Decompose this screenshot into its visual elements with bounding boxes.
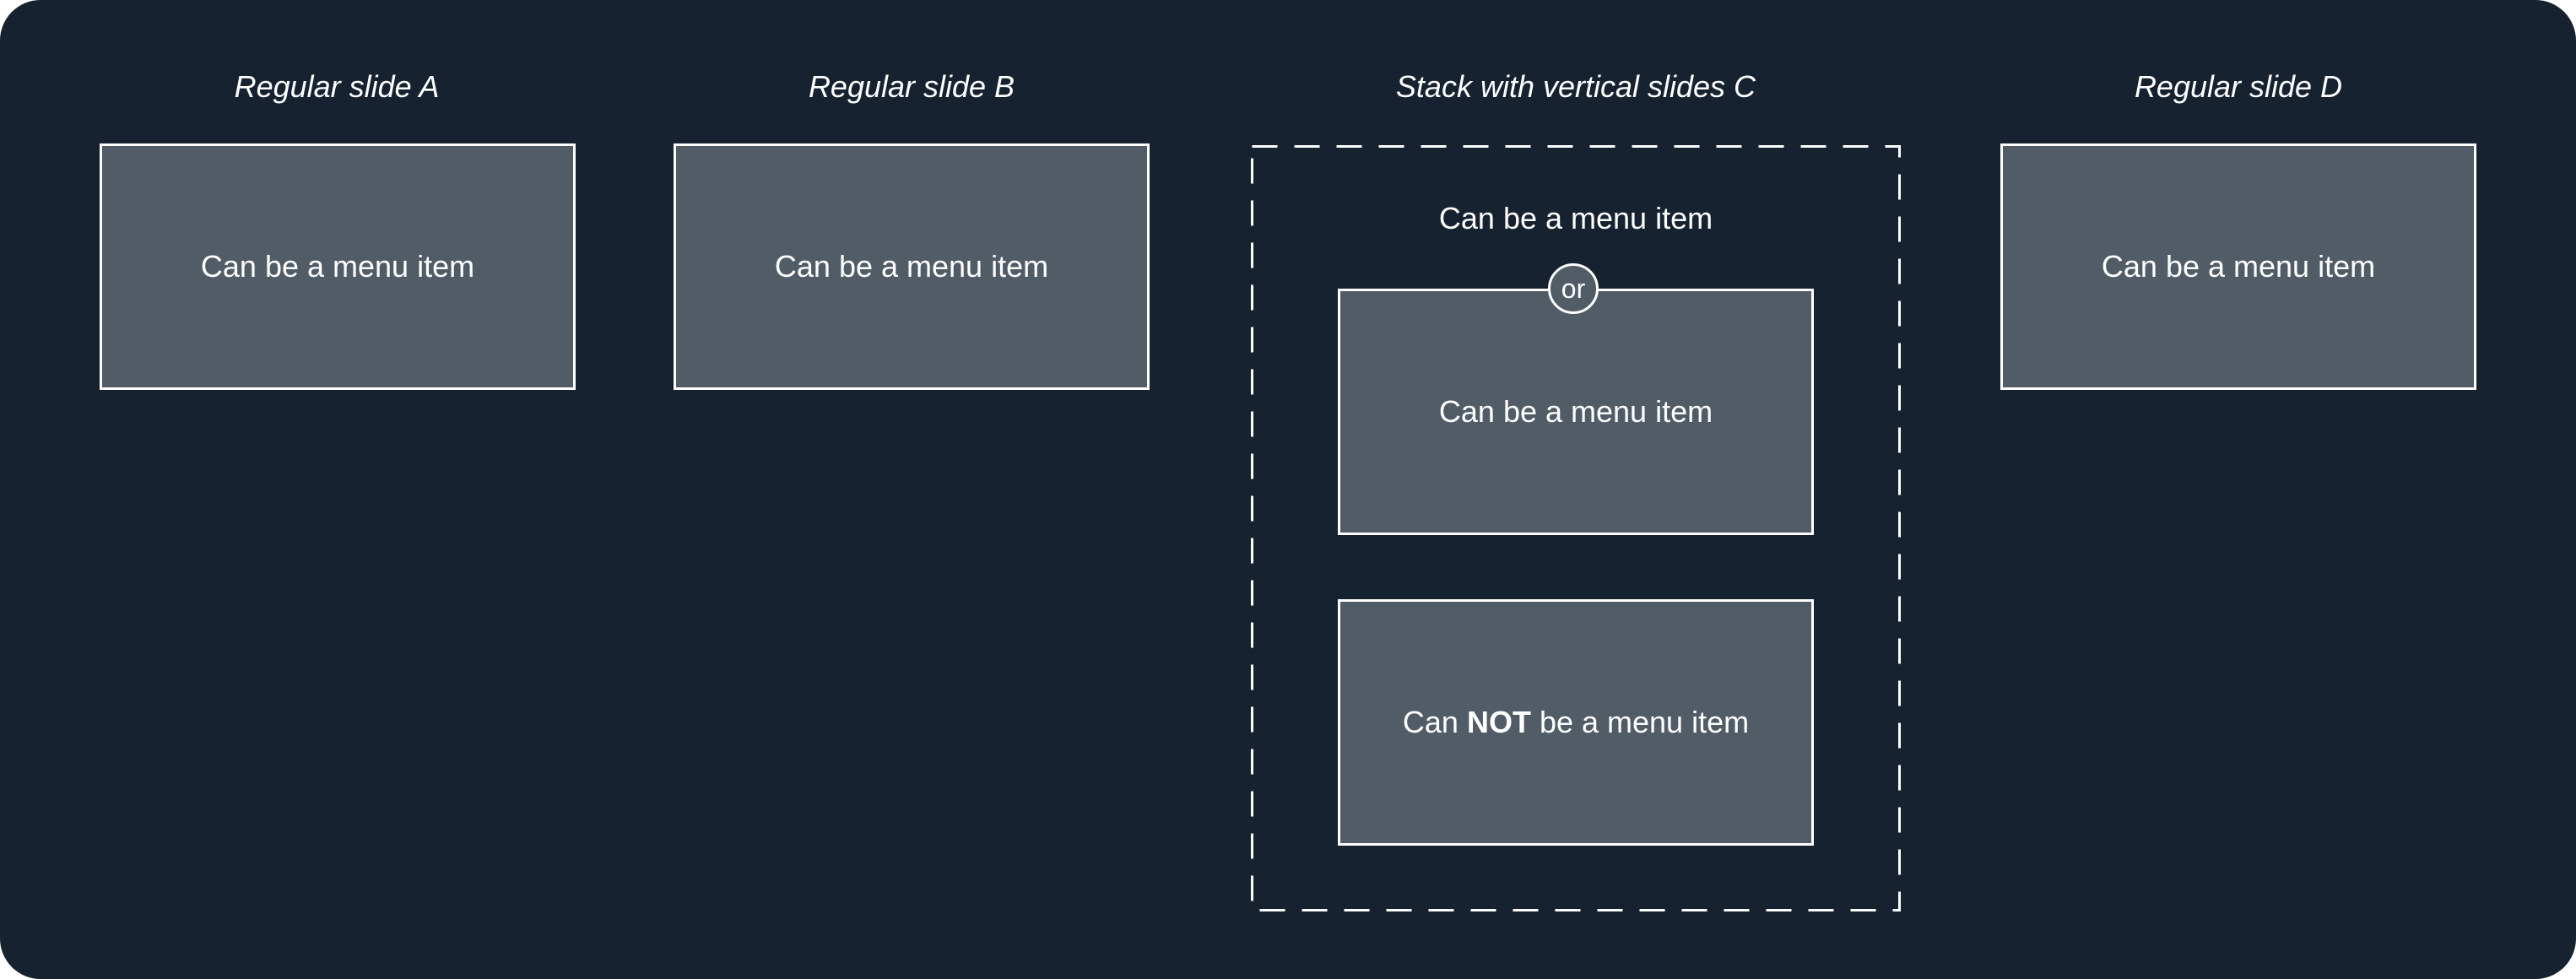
stack-dashed-border — [1251, 145, 1901, 911]
slide-c-second: Can NOT be a menu item — [1338, 599, 1814, 846]
slide-c-second-label-suffix: be a menu item — [1530, 705, 1750, 739]
or-badge: or — [1548, 263, 1599, 314]
slide-c-first-label: Can be a menu item — [1438, 394, 1713, 429]
slide-a: Can be a menu item — [100, 143, 576, 390]
slide-c-second-label-emphasis: NOT — [1466, 705, 1531, 739]
column-title-c: Stack with vertical slides C — [1395, 69, 1756, 104]
stack-label: Can be a menu item — [1438, 201, 1713, 235]
slide-c-second-label-prefix: Can — [1402, 705, 1467, 739]
slide-b-label: Can be a menu item — [774, 249, 1049, 284]
slide-c-first: Can be a menu item — [1338, 289, 1814, 535]
slide-d-label: Can be a menu item — [2101, 249, 2376, 284]
slide-d: Can be a menu item — [2000, 143, 2476, 390]
column-title-d: Regular slide D — [2134, 69, 2343, 104]
stack-dashed-frame — [1251, 145, 1901, 911]
or-badge-label: or — [1561, 273, 1586, 304]
slide-b: Can be a menu item — [674, 143, 1150, 390]
slide-a-label: Can be a menu item — [200, 249, 475, 284]
column-title-a: Regular slide A — [234, 69, 440, 104]
slide-c-second-label: Can NOT be a menu item — [1403, 705, 1749, 740]
column-title-b: Regular slide B — [808, 69, 1015, 104]
